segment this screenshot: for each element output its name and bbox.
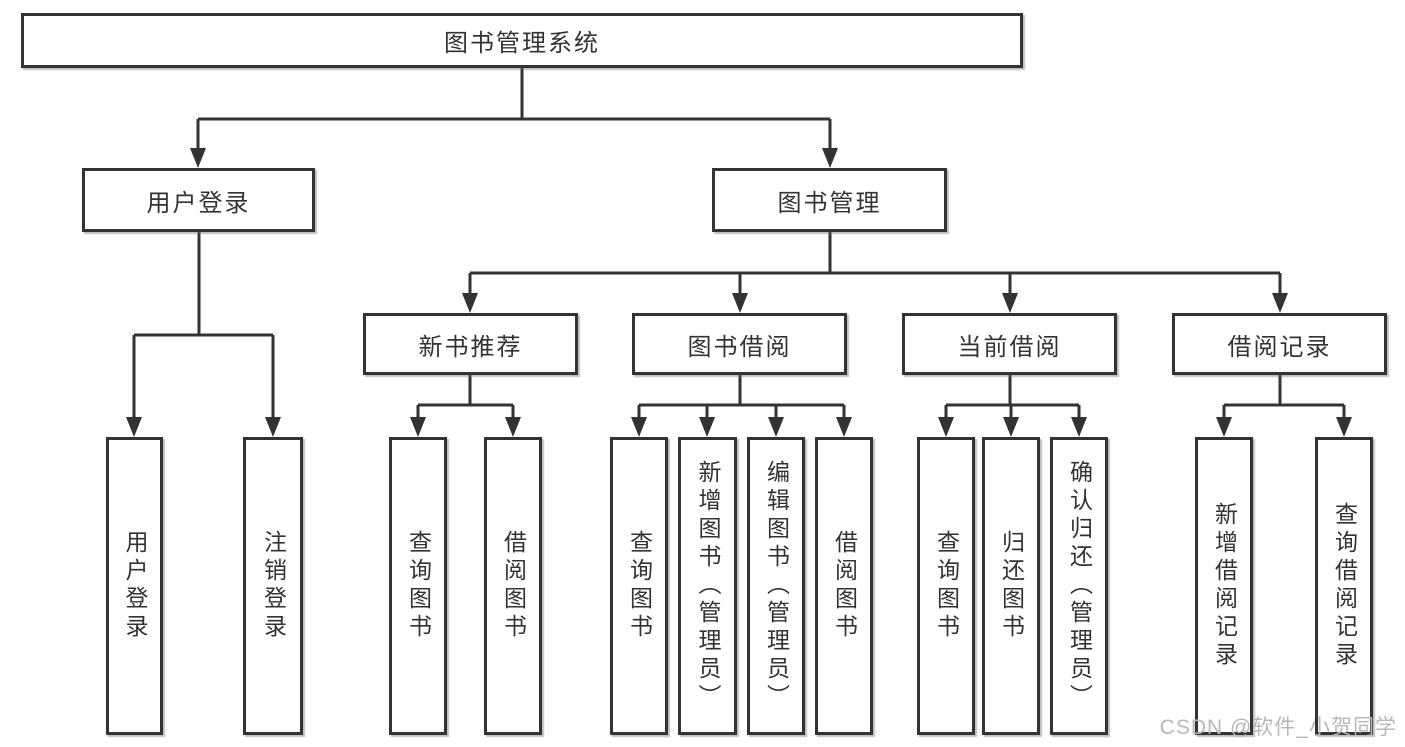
leaf-return-book: 归还图书 <box>982 437 1040 735</box>
watermark-text: CSDN @软件_小贺同学 <box>1159 716 1397 739</box>
leaf-query-borrow-record: 查询借阅记录 <box>1315 437 1373 735</box>
node-root: 图书管理系统 <box>21 13 1023 68</box>
node-borrow-records: 借阅记录 <box>1172 313 1387 375</box>
leaf-edit-book-admin: 编辑图书（管理员） <box>747 437 805 735</box>
leaf-user-login: 用户登录 <box>106 437 163 735</box>
leaf-confirm-return-admin: 确认归还（管理员） <box>1050 437 1108 735</box>
node-new-book-recommend: 新书推荐 <box>363 313 578 375</box>
leaf-borrow-books: 借阅图书 <box>815 437 873 735</box>
node-book-management: 图书管理 <box>712 168 947 232</box>
leaf-query-books-borrow: 查询图书 <box>610 437 668 735</box>
leaf-query-books-current: 查询图书 <box>917 437 975 735</box>
node-current-borrow: 当前借阅 <box>902 313 1117 375</box>
leaf-borrow-books-recommend: 借阅图书 <box>484 437 542 735</box>
leaf-add-borrow-record: 新增借阅记录 <box>1195 437 1253 735</box>
leaf-query-books-recommend: 查询图书 <box>389 437 447 735</box>
node-book-borrow: 图书借阅 <box>632 313 847 375</box>
leaf-add-book-admin: 新增图书（管理员） <box>678 437 737 735</box>
node-user-login: 用户登录 <box>82 168 315 232</box>
leaf-logout: 注销登录 <box>243 437 303 735</box>
